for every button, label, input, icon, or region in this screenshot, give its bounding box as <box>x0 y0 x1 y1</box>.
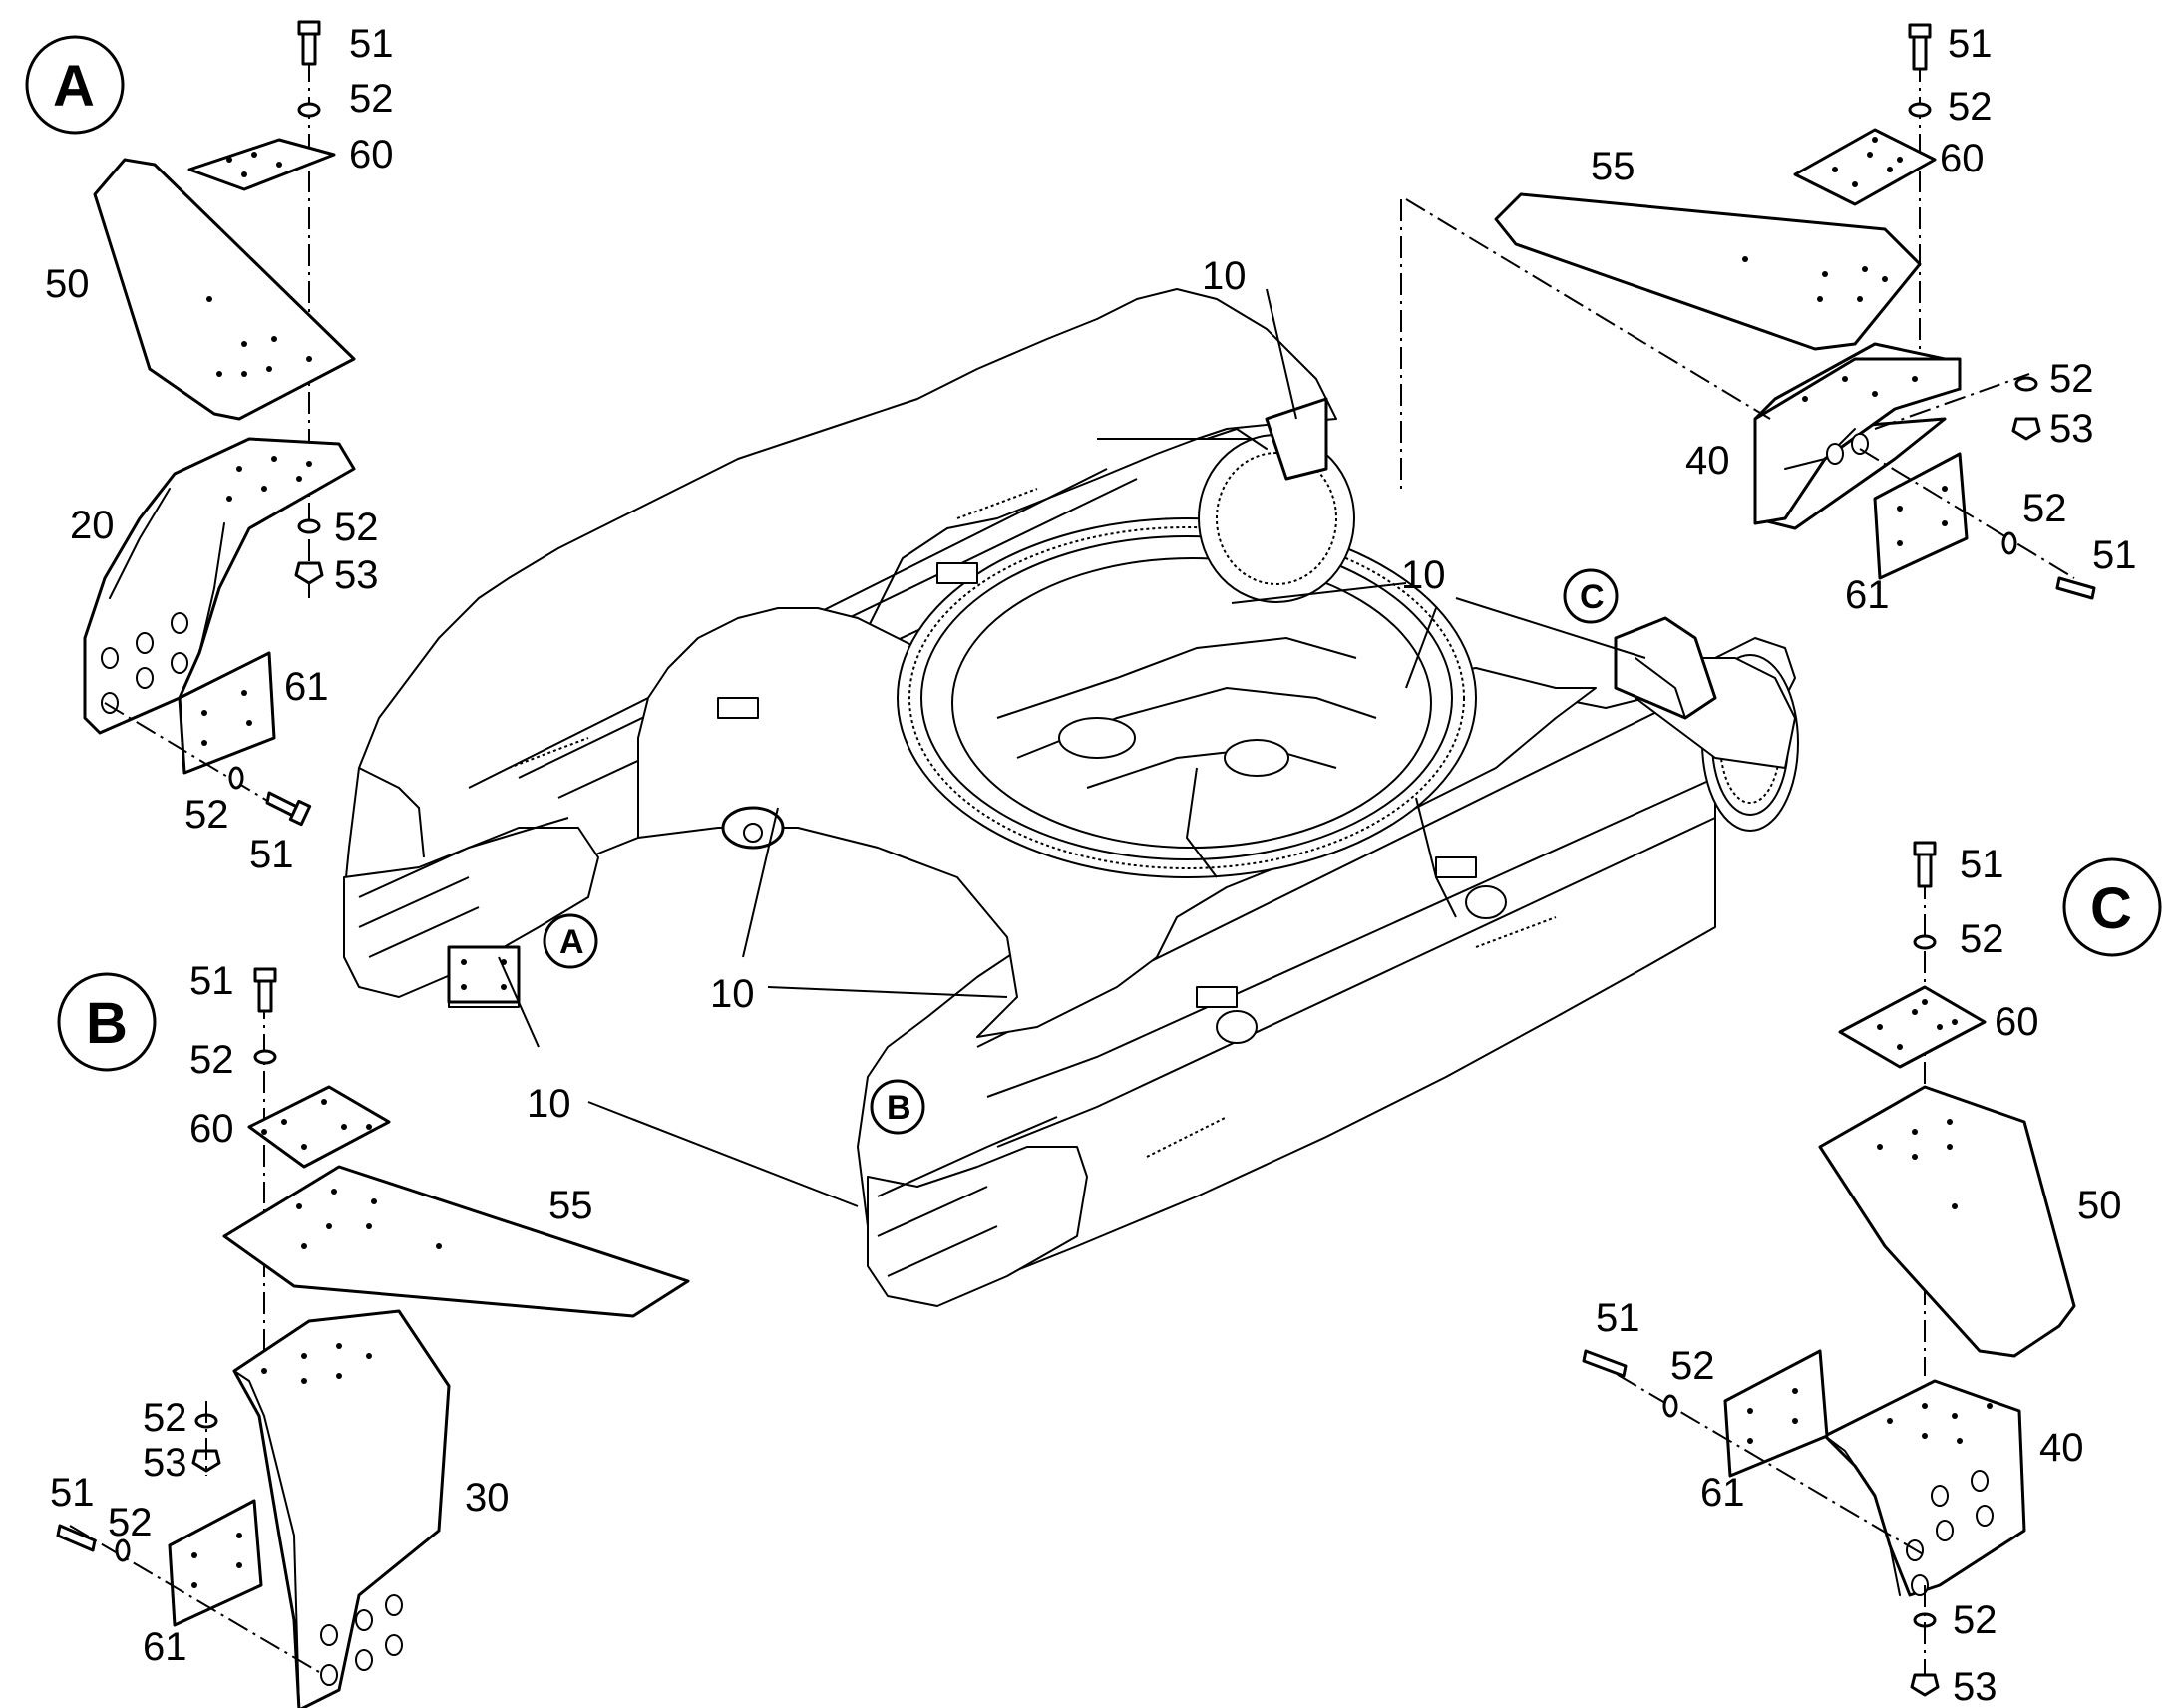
frame-callout-b: B <box>870 1079 925 1135</box>
detail-b: B 51 <box>50 959 690 1708</box>
step-50-a <box>93 158 356 421</box>
plate-61-a <box>178 651 276 775</box>
label-a-washer-lower: 52 <box>334 506 379 549</box>
frame-ref-upper: 10 <box>1202 254 1247 298</box>
plate-61-b <box>168 1499 263 1627</box>
svg-text:B: B <box>887 1089 911 1127</box>
label-c2-bracket: 40 <box>2039 1426 2084 1470</box>
label-c2-bolt-top: 51 <box>1960 843 2004 886</box>
bracket-40-c2 <box>1823 1379 2026 1597</box>
washer-icon <box>1908 102 1932 118</box>
label-c-washer-right: 52 <box>2049 357 2094 401</box>
label-c2-nut-lower: 53 <box>1953 1665 1998 1708</box>
frame-ref-center: 10 <box>710 972 755 1016</box>
label-c-side-plate: 61 <box>1845 573 1890 617</box>
label-c-plate-top: 60 <box>1940 137 1985 180</box>
svg-text:C: C <box>1580 578 1605 616</box>
bracket-20-a <box>83 437 356 735</box>
bolt-icon <box>1908 23 1932 71</box>
label-c2-washer-lower: 52 <box>1953 1598 1998 1642</box>
label-b-nut-lower: 53 <box>143 1441 187 1485</box>
label-b-side-plate: 61 <box>143 1625 187 1669</box>
label-c-washer-top: 52 <box>1948 85 1993 129</box>
detail-c-bottom: C 51 5 <box>1582 841 2162 1708</box>
frame-bracket-upper <box>1206 397 1328 481</box>
label-a-washer-side: 52 <box>184 793 229 837</box>
bolt-icon <box>1582 1349 1628 1378</box>
label-b-washer-lower: 52 <box>143 1396 187 1440</box>
plate-61-c <box>1873 452 1969 580</box>
detail-callout-a-label: A <box>53 54 95 119</box>
detail-a: A <box>25 20 394 876</box>
washer-icon <box>253 1049 277 1065</box>
label-a-plate-top: 60 <box>349 133 394 176</box>
plate-60-c <box>1793 128 1937 206</box>
bolt-icon <box>1913 841 1937 888</box>
frame-ref-left: 10 <box>527 1082 571 1126</box>
label-c-bracket: 40 <box>1685 439 1730 483</box>
label-c2-bolt-side: 51 <box>1596 1296 1640 1340</box>
detail-c-top: 51 52 60 55 52 53 40 52 51 61 <box>1405 22 2137 617</box>
bracket-30-b <box>232 1309 451 1708</box>
frame-bracket-a <box>447 945 521 1004</box>
plate-60-a <box>187 138 336 191</box>
label-c-washer-side: 52 <box>2022 487 2067 530</box>
label-c2-washer-top: 52 <box>1960 917 2004 961</box>
label-b-bolt-top: 51 <box>189 959 234 1003</box>
label-b-plate-top: 60 <box>189 1107 234 1151</box>
frame-bracket-center <box>721 806 785 850</box>
bolt-icon <box>2055 576 2096 600</box>
frame-bracket-c <box>1614 616 1717 720</box>
plate-60-b <box>247 1085 391 1169</box>
washer-icon <box>297 102 321 118</box>
label-a-step: 50 <box>45 262 90 306</box>
step-55-c <box>1494 192 1922 351</box>
label-c-step: 55 <box>1591 145 1635 188</box>
bolt-icon <box>253 967 277 1013</box>
label-b-bracket: 30 <box>465 1476 510 1520</box>
detail-callout-a <box>25 35 125 135</box>
washer-icon <box>1913 934 1937 950</box>
label-c-bolt-top: 51 <box>1948 22 1993 66</box>
step-50-c <box>1818 1085 2076 1358</box>
detail-callout-b <box>57 972 157 1072</box>
step-55-b <box>222 1165 690 1318</box>
label-b-step: 55 <box>548 1184 593 1227</box>
plate-60-c2 <box>1838 985 1987 1069</box>
plate-61-c2 <box>1723 1349 1829 1478</box>
label-c2-step: 50 <box>2077 1184 2122 1227</box>
bolt-icon <box>297 20 321 66</box>
frame-callout-a: A <box>543 913 598 969</box>
detail-callout-b-label: B <box>86 991 128 1056</box>
label-a-bracket: 20 <box>70 504 115 547</box>
label-c2-plate-top: 60 <box>1995 1000 2039 1044</box>
label-b-washer-top: 52 <box>189 1038 234 1082</box>
label-a-side-plate: 61 <box>284 665 329 709</box>
label-b-bolt-side: 51 <box>50 1471 95 1515</box>
frame-callout-c: C <box>1563 568 1619 624</box>
detail-callout-c-label: C <box>2090 876 2132 941</box>
label-a-bolt-side: 51 <box>249 833 294 876</box>
svg-text:A: A <box>559 923 584 961</box>
label-c2-washer-side: 52 <box>1670 1344 1715 1388</box>
label-c2-side-plate: 61 <box>1700 1471 1745 1515</box>
undercarriage-frame <box>343 288 1799 1307</box>
bolt-icon <box>56 1524 97 1552</box>
label-c-bolt-side: 51 <box>2092 533 2137 577</box>
frame-ref-right: 10 <box>1401 553 1446 597</box>
label-c-nut-right: 53 <box>2049 407 2094 451</box>
label-a-washer-top: 52 <box>349 77 394 121</box>
detail-callout-c <box>2062 857 2162 957</box>
label-a-bolt-top: 51 <box>349 22 394 66</box>
label-b-washer-side: 52 <box>108 1501 153 1544</box>
frame-leaders <box>498 199 1646 1207</box>
label-a-nut-lower: 53 <box>334 553 379 597</box>
